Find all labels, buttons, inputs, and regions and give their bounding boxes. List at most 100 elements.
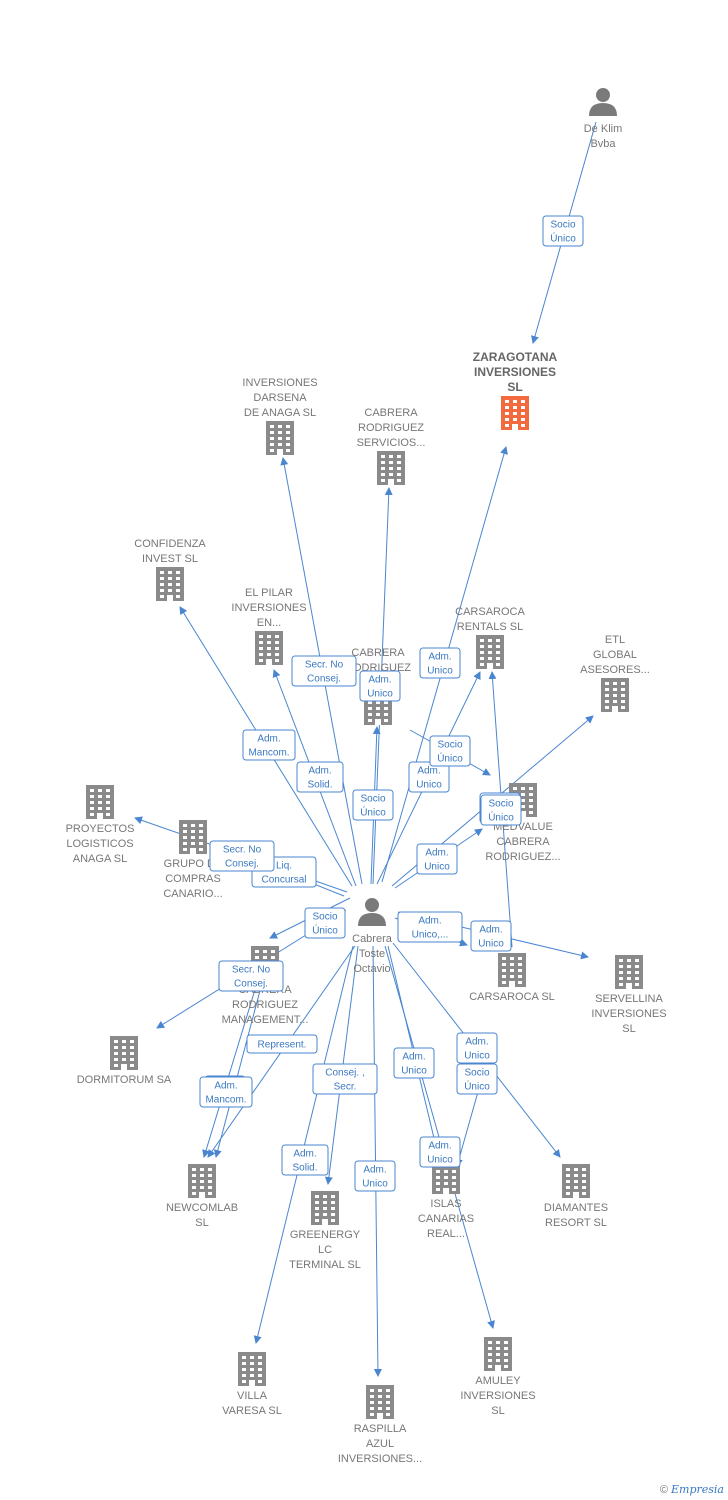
edge-label-text: Adm. <box>417 766 440 777</box>
edge-label-text: Adm. <box>402 1052 425 1063</box>
edge-label-cabmgmt-newcomlab[interactable]: Adm.Mancom. <box>199 1076 253 1108</box>
node-raspilla[interactable]: RASPILLAAZULINVERSIONES... <box>338 1385 422 1465</box>
edge-label-text: Mancom. <box>205 1095 246 1106</box>
edge-label-text: Mancom. <box>248 748 289 759</box>
node-label: DE ANAGA SL <box>244 407 316 419</box>
edge-label-text: Unico <box>367 689 393 700</box>
node-label: DORMITORUM SA <box>77 1074 172 1086</box>
edge-label-box <box>304 907 346 939</box>
node-label: AMULEY <box>475 1375 521 1387</box>
node-label: INVERSIONES <box>474 365 556 379</box>
building-icon <box>311 1191 339 1225</box>
edge-label-box <box>416 843 458 875</box>
edge-label-text: Liq. <box>276 861 292 872</box>
edge-label-cabrera-elpilar[interactable]: Adm.Solid. <box>296 761 344 793</box>
edge-label-box <box>480 794 522 826</box>
edge-label-text: Secr. No <box>232 965 271 976</box>
edge-label-text: Socio <box>360 794 385 805</box>
edge-label-box <box>542 215 584 247</box>
node-label: SERVICIOS... <box>357 437 426 449</box>
edge-label-text: Adm. <box>308 766 331 777</box>
edge-label-box <box>359 670 401 702</box>
edge-label-cabrera-greenergy[interactable]: Consej. ,Secr. <box>312 1063 378 1095</box>
edge-label-cabrera-amuley[interactable]: Adm.Unico <box>419 1136 461 1168</box>
edge-label-cabrera-diamantes[interactable]: Adm.Unico <box>456 1032 498 1064</box>
edge-label-text: Socio <box>437 740 462 751</box>
edge-label-box <box>470 920 512 952</box>
edge-label-text: Adm. <box>368 675 391 686</box>
node-label: DIAMANTES <box>544 1202 608 1214</box>
node-label: CANARIO... <box>163 888 222 900</box>
node-label: TERMINAL SL <box>289 1259 361 1271</box>
edge-label-text: Unico,... <box>412 930 449 941</box>
edge-label-text: Único <box>550 232 576 245</box>
edge-label-cabrera-servellina[interactable]: Adm.Unico <box>470 920 512 952</box>
node-label: Bvba <box>590 138 616 150</box>
building-icon <box>266 421 294 455</box>
node-label: ISLAS <box>430 1198 461 1210</box>
edge-label-box <box>291 655 357 687</box>
edge-cabmgmt-newcomlab <box>202 982 258 1158</box>
node-label: RODRIGUEZ <box>232 999 298 1011</box>
footer: © Empresia <box>660 1483 724 1496</box>
edge-label-cabmgmt-newcomlab[interactable]: Represent. <box>246 1034 318 1054</box>
node-label: EL PILAR <box>245 587 293 599</box>
building-icon <box>476 635 504 669</box>
edge-label-text: Consej. , <box>325 1068 364 1079</box>
edge-label-cabrera-raspilla[interactable]: Adm.Unico <box>354 1160 396 1192</box>
edge-label-cabrera-islas[interactable]: Adm.Unico <box>393 1047 435 1079</box>
edge-label-cabrera-cabserv[interactable]: Adm. Unico <box>359 670 401 702</box>
node-elpilar[interactable]: EL PILARINVERSIONESEN... <box>231 587 307 665</box>
edge-label-cabrera-zaragotana[interactable]: Adm.Unico <box>419 647 461 679</box>
node-cabserv[interactable]: CABRERARODRIGUEZSERVICIOS... <box>357 407 426 485</box>
node-label: CABRERA <box>351 647 405 659</box>
edge-label-text: Único <box>312 924 338 937</box>
node-label: Toste <box>359 948 385 960</box>
edge-label-cabrera-carsrentals[interactable]: Adm.Unico <box>408 761 450 793</box>
edge-label-cabrera-confidenza[interactable]: Adm. Mancom. <box>242 729 296 761</box>
edge-label-cabrera-etl[interactable]: Adm.Unico <box>416 843 458 875</box>
building-icon <box>86 785 114 819</box>
node-carsaroca[interactable]: CARSAROCA SL <box>469 953 555 1003</box>
node-label: RODRIGUEZ... <box>485 851 560 863</box>
node-label: SERVELLINA <box>595 993 663 1005</box>
node-label: EN... <box>257 617 281 629</box>
edge-label-text: Adm. <box>257 734 280 745</box>
node-grupo[interactable]: GRUPO DECOMPRASCANARIO... <box>163 820 223 900</box>
edge-label-cabrera-villa[interactable]: Adm.Solid. <box>281 1144 329 1176</box>
edge-label-box <box>419 1136 461 1168</box>
edge-label-cabrera-carsaroca[interactable]: Adm.Unico,... <box>397 911 463 943</box>
brand-logo[interactable]: Empresia <box>671 1483 724 1496</box>
building-icon <box>156 567 184 601</box>
edge-label-text: Consej. <box>225 859 259 870</box>
node-etl[interactable]: ETLGLOBALASESORES... <box>580 634 650 712</box>
edge-label-text: Solid. <box>292 1163 317 1174</box>
node-islas[interactable]: ISLASCANARIASREAL... <box>418 1160 474 1240</box>
node-dormitorum[interactable]: DORMITORUM SA <box>77 1036 172 1086</box>
edge-label-text: Secr. No <box>305 660 344 671</box>
node-label: SL <box>195 1217 208 1229</box>
node-label: RODRIGUEZ <box>358 422 424 434</box>
